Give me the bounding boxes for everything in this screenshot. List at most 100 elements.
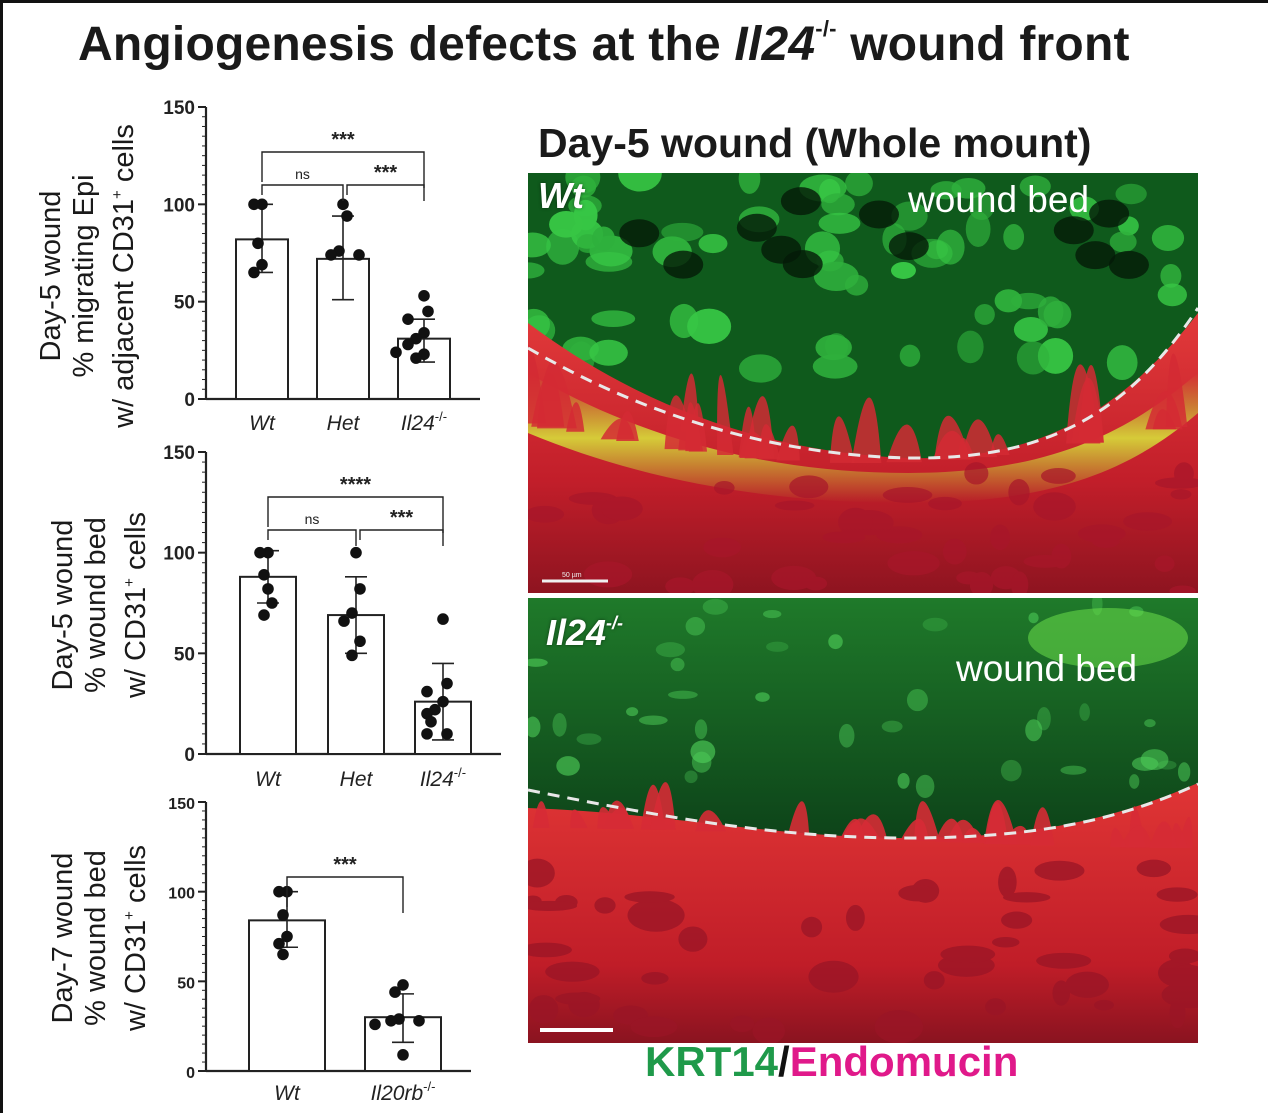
green-cell bbox=[1177, 762, 1191, 782]
panel-a-y-tick-label: 100 bbox=[163, 195, 195, 216]
panel-b-data-point bbox=[441, 677, 453, 690]
green-cell bbox=[763, 609, 782, 619]
panel-c-data-point bbox=[389, 986, 401, 998]
green-cell bbox=[1079, 703, 1090, 722]
figure-title: Angiogenesis defects at the Il24-/- woun… bbox=[78, 16, 1268, 72]
green-cell bbox=[1106, 345, 1138, 381]
panel-b-significance-label: *** bbox=[390, 507, 414, 529]
vessel-shade bbox=[969, 571, 994, 593]
panel-b-data-point bbox=[421, 685, 433, 698]
vessel-shade bbox=[998, 866, 1017, 898]
vessel-shade bbox=[624, 891, 675, 903]
panel-c-category-label: Wt bbox=[274, 1082, 301, 1105]
vessel-sprout bbox=[1149, 821, 1178, 848]
green-cell bbox=[698, 233, 728, 254]
vessel-shade bbox=[964, 462, 989, 485]
green-cell bbox=[552, 713, 567, 737]
legend-krt14: KRT14 bbox=[645, 1038, 779, 1085]
panel-a-data-point bbox=[325, 249, 337, 261]
dark-gap bbox=[1075, 241, 1116, 270]
green-cell bbox=[1157, 283, 1187, 307]
vessel-shade bbox=[1154, 555, 1175, 572]
panel-a-data-point bbox=[341, 210, 353, 222]
vessel-shade bbox=[1136, 859, 1172, 878]
micrograph-wt-label: Wt bbox=[538, 175, 584, 216]
green-cell bbox=[618, 173, 662, 192]
vessel-shade bbox=[942, 538, 967, 565]
vessel-shade bbox=[1159, 914, 1198, 935]
panel-c-data-point bbox=[369, 1018, 381, 1031]
green-cell bbox=[936, 229, 965, 265]
panel-b-data-point bbox=[258, 609, 270, 621]
dark-gap bbox=[780, 187, 821, 216]
panel-b-significance-bracket bbox=[267, 529, 357, 546]
green-cell bbox=[669, 303, 699, 339]
panel-b-category-label: Wt bbox=[255, 768, 282, 791]
green-cell bbox=[1019, 175, 1051, 198]
vessel-shade bbox=[923, 971, 945, 990]
vessel-sprout bbox=[1152, 409, 1177, 430]
panel-c-data-point bbox=[273, 937, 285, 950]
vessel-shade bbox=[789, 475, 829, 499]
vessel-sprout bbox=[1078, 365, 1104, 443]
vessel-sprout bbox=[932, 430, 971, 460]
green-cell bbox=[655, 642, 686, 658]
green-cell bbox=[891, 201, 928, 231]
panel-a-data-point bbox=[410, 352, 422, 364]
vessel-sprout bbox=[1030, 807, 1055, 846]
green-cell bbox=[528, 658, 548, 667]
micrograph-il24ko-label: Il24-/- bbox=[546, 612, 624, 653]
panel-a-y-tick-label: 0 bbox=[184, 390, 195, 411]
vessel-shade bbox=[528, 995, 559, 1024]
vessel-shade bbox=[1169, 998, 1186, 1029]
panel-b-significance-bracket bbox=[359, 529, 444, 546]
green-cell bbox=[694, 719, 708, 740]
vessel-shade bbox=[874, 1009, 924, 1043]
panel-a-significance-bracket bbox=[261, 151, 425, 188]
green-cell bbox=[626, 707, 639, 717]
green-cell bbox=[570, 175, 597, 198]
vessel-shade bbox=[641, 971, 669, 985]
vessel-shade bbox=[808, 960, 859, 993]
green-cell bbox=[687, 308, 732, 345]
vessel-shade bbox=[1033, 492, 1076, 521]
panel-a-data-point bbox=[353, 249, 365, 261]
green-cell bbox=[549, 211, 583, 238]
panel-c-y-tick-label: 150 bbox=[168, 796, 195, 813]
green-cell bbox=[1028, 612, 1039, 624]
panel-b-data-point bbox=[262, 546, 274, 559]
vessel-shade bbox=[583, 561, 633, 588]
title-suffix: wound front bbox=[836, 18, 1130, 71]
vessel-shade bbox=[1008, 479, 1030, 506]
vessel-shade bbox=[1023, 555, 1068, 568]
panel-b-data-point bbox=[441, 728, 453, 740]
green-cell bbox=[957, 330, 984, 364]
green-cell bbox=[766, 641, 789, 652]
vessel-shade bbox=[1168, 948, 1198, 964]
panel-a-data-point bbox=[252, 237, 264, 250]
green-cell bbox=[638, 715, 668, 725]
vessel-shade bbox=[594, 897, 616, 914]
panel-c-data-point bbox=[277, 909, 289, 921]
vessel-sprout bbox=[537, 361, 577, 429]
vessel-shade bbox=[928, 496, 962, 511]
legend-slash: / bbox=[778, 1038, 790, 1085]
title-prefix: Angiogenesis defects at the bbox=[78, 18, 735, 71]
panel-c-data-point bbox=[397, 1049, 409, 1061]
vessel-shade bbox=[991, 937, 1020, 948]
panel-b-significance-bracket bbox=[267, 496, 444, 533]
panel-a-data-point bbox=[402, 338, 414, 351]
green-cell bbox=[1037, 296, 1064, 327]
vessel-shade bbox=[528, 900, 578, 911]
panel-a-data-point bbox=[256, 198, 268, 211]
title-gene-sup: -/- bbox=[815, 16, 837, 41]
green-cell bbox=[828, 634, 843, 650]
vessel-shade bbox=[601, 496, 643, 521]
green-cell bbox=[668, 690, 698, 699]
green-cell bbox=[1013, 317, 1048, 342]
green-cell bbox=[1109, 231, 1137, 253]
panel-b-data-point bbox=[354, 635, 366, 648]
vessel-sprout bbox=[1110, 827, 1127, 848]
green-cell bbox=[1115, 183, 1147, 205]
